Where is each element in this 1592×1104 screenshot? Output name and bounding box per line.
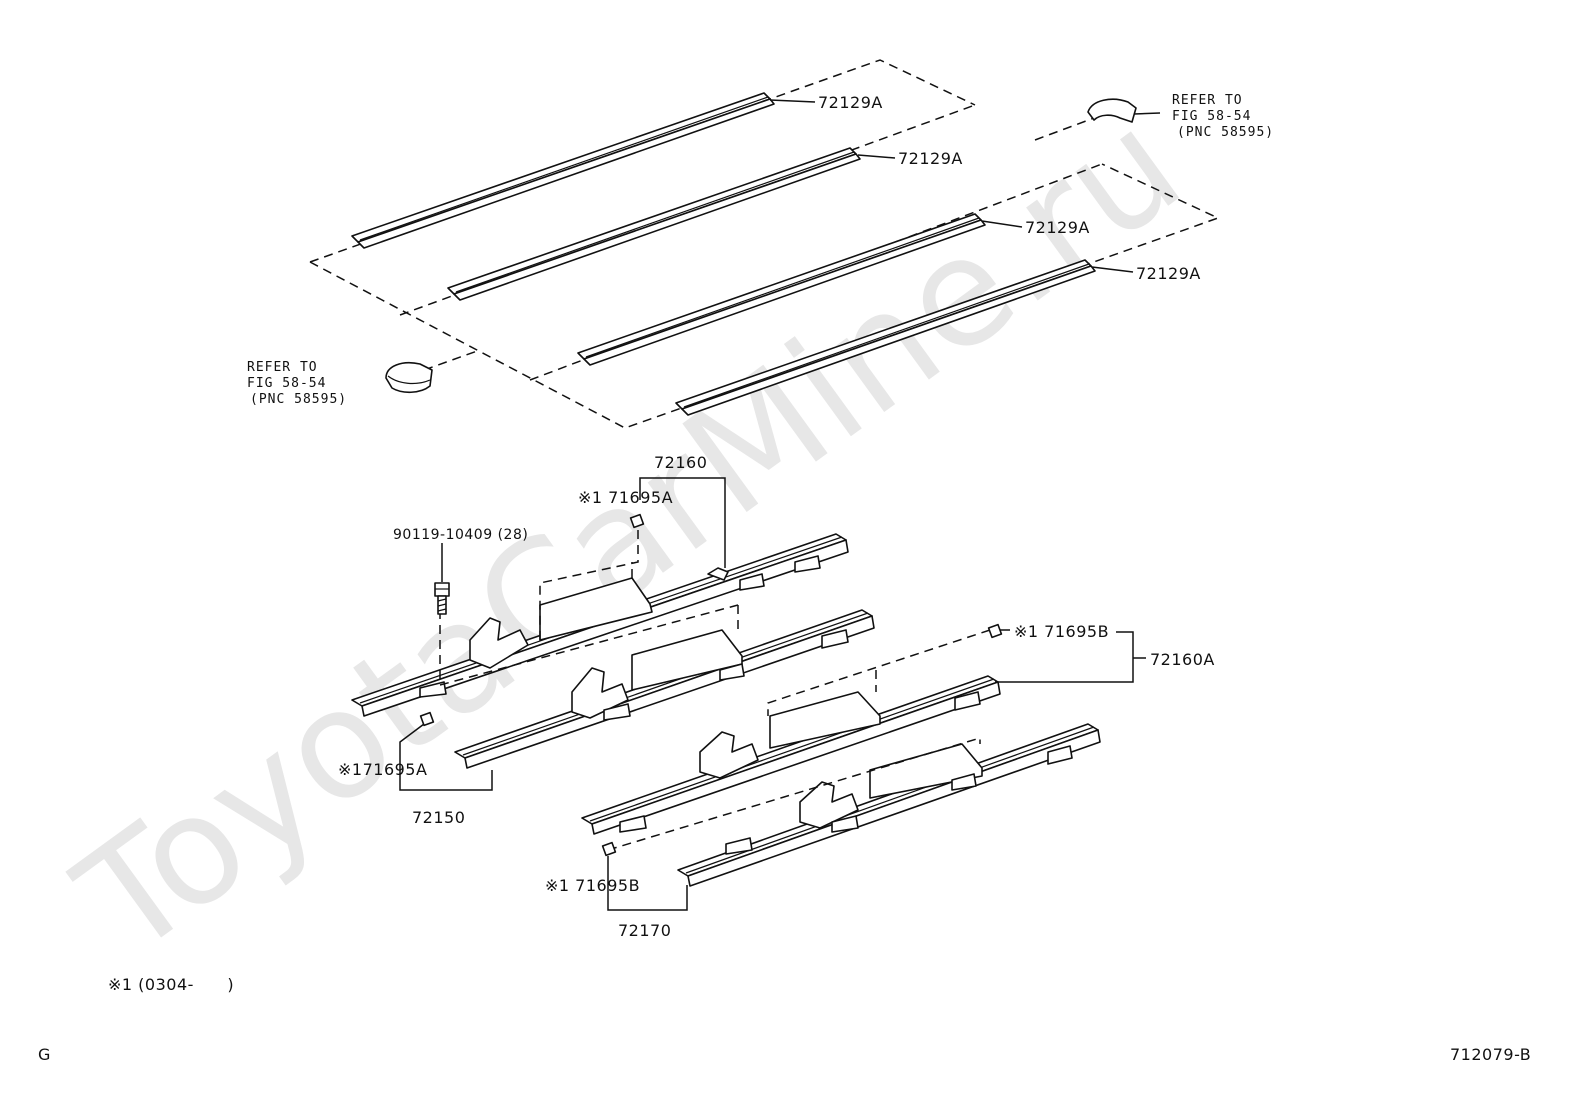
corner-left-code: G [38,1045,51,1064]
bolt-icon [434,543,450,615]
spacer-71695a-top [629,513,645,529]
bracket-72160 [639,477,726,568]
label-72129a-1: 72129A [818,93,883,112]
guide-lines [439,530,991,851]
label-71695b-bottom: ※1 71695B [545,876,640,895]
refer-left-line2: FIG 58-54 [247,376,326,391]
spacer-71695a-left [419,711,435,727]
bracket-72150 [399,723,493,791]
label-72160a: 72160A [1150,650,1215,669]
label-72150: 72150 [412,808,465,827]
watermark: ToyotaCarMine.ru [48,78,1211,990]
rail-72129a-4 [675,259,1096,416]
bracket-72160a [995,631,1134,683]
refer-right-line2: FIG 58-54 [1172,109,1251,124]
track-72160a [581,675,1001,835]
rail-72129a-3 [577,213,986,366]
refer-left-line3: (PNC 58595) [250,392,347,407]
label-72160: 72160 [654,453,707,472]
bracket-72170 [607,856,688,911]
rail-72129a-2 [447,147,861,301]
label-72129a-3: 72129A [1025,218,1090,237]
label-71695a-top: ※1 71695A [578,488,673,507]
label-bolt: 90119-10409 (28) [393,527,528,543]
label-72129a-4: 72129A [1136,264,1201,283]
refer-left-line1: REFER TO [247,360,318,375]
figure-number: 712079-B [1450,1045,1531,1064]
label-72170: 72170 [618,921,671,940]
label-71695b-right: ※1 71695B [1014,622,1109,641]
label-71695a-left: ※171695A [338,760,427,779]
track-72150 [419,609,875,769]
rail-72129a-1 [351,92,775,249]
track-72170 [677,723,1101,887]
label-72129a-2: 72129A [898,149,963,168]
refer-right-line1: REFER TO [1172,93,1243,108]
end-cap-left [385,362,433,394]
footnote: ※1 (0304- ) [108,975,234,994]
refer-right-line3: (PNC 58595) [1177,125,1274,140]
spacer-71695b-right [987,623,1003,639]
end-cap-right [1087,98,1161,123]
track-72160 [351,533,849,717]
spacer-71695b-bottom [601,841,617,857]
